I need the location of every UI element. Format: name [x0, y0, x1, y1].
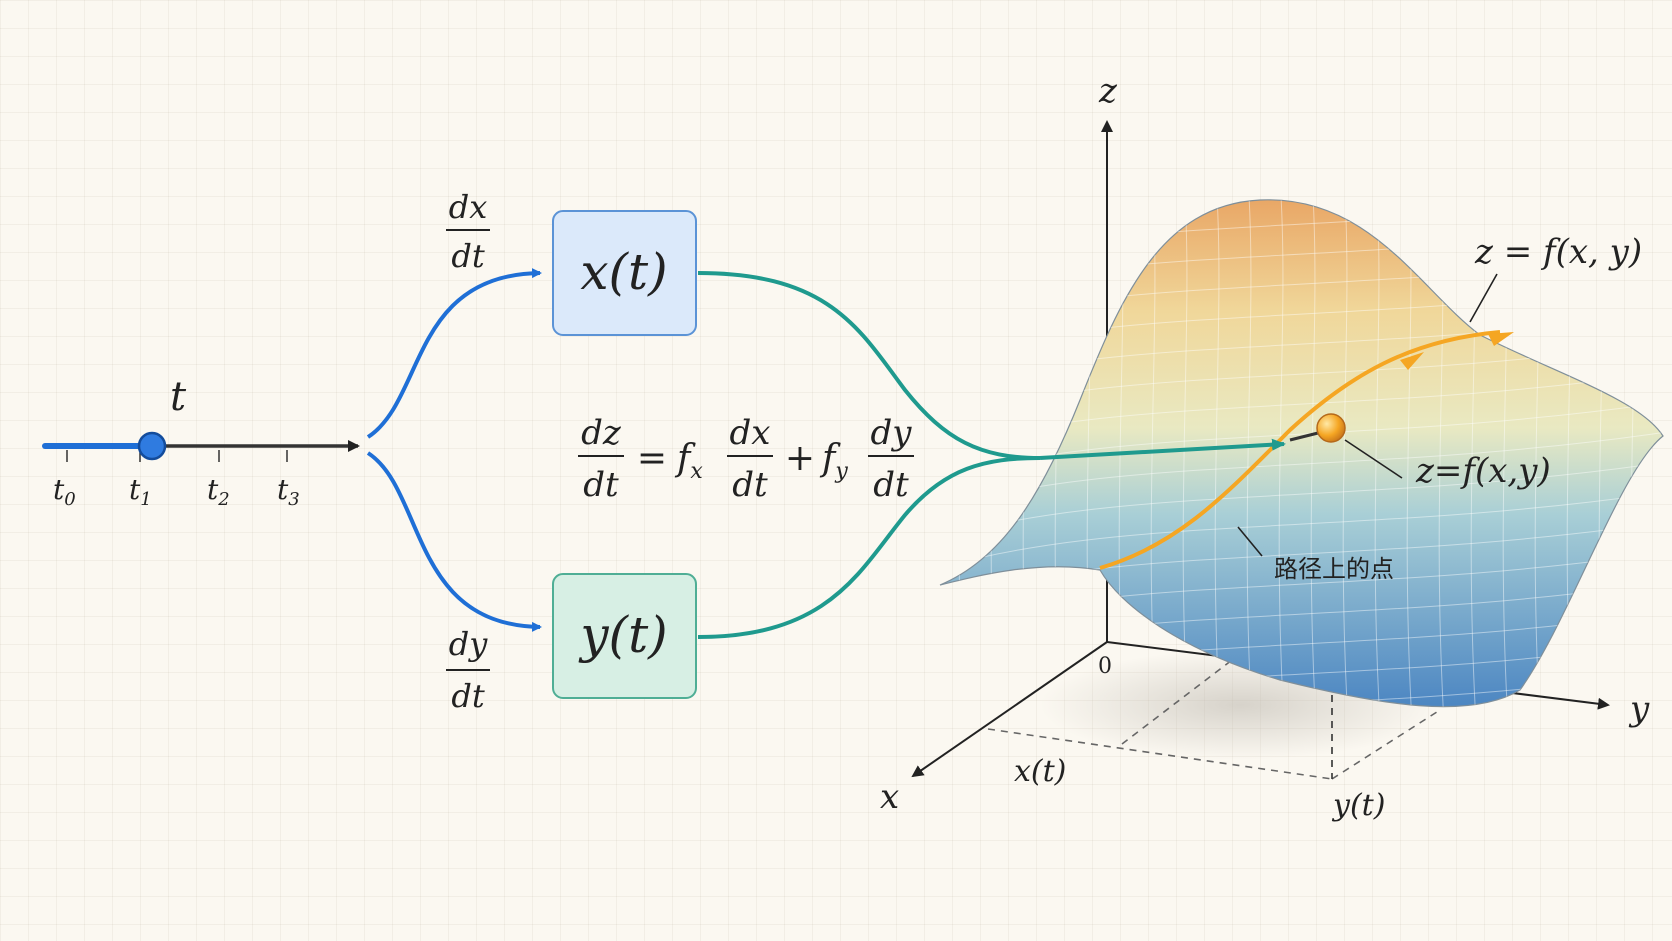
projection-y-label: y(t)	[1331, 788, 1385, 823]
branch-arrows	[366, 268, 542, 632]
surface-plot: z y x 0 z = f(x, y) z=f(x,y) 路径上的点 x(t) …	[880, 71, 1664, 823]
fraction-denominator: dt	[451, 677, 484, 715]
surface-grid-line	[1374, 199, 1382, 707]
timeline-variable-label: t	[170, 374, 187, 420]
surface-equation-label: z = f(x, y)	[1474, 232, 1642, 272]
merge-path-bottom	[697, 456, 1041, 639]
tick-label-t2: t2	[207, 473, 230, 510]
projection-back-line	[1121, 659, 1233, 745]
formula-term2-denominator: dt	[873, 465, 909, 505]
leader-top-label	[1469, 273, 1498, 323]
box-y-label: y(t)	[578, 606, 667, 664]
surface-grid-line	[1246, 199, 1254, 707]
surface-grid-line	[940, 489, 1663, 581]
x-axis-label: x	[880, 777, 899, 817]
y-axis-label: y	[1628, 689, 1650, 729]
surface-grid-line	[1278, 199, 1286, 707]
formula-equals: =	[637, 438, 667, 479]
z-axis-label: z	[1098, 71, 1118, 111]
orange-path	[1099, 330, 1501, 570]
fraction-dx-dt: dx dt	[446, 188, 490, 275]
formula-term2-numerator: dy	[871, 413, 913, 453]
branch-arrow-bottom	[366, 451, 542, 632]
merge-arrow-tail	[1289, 431, 1319, 442]
formula-lhs-denominator: dt	[583, 465, 619, 505]
projection-y-line	[1331, 709, 1441, 780]
merge-arrows	[697, 271, 1041, 639]
x-axis	[911, 641, 1108, 778]
path-point[interactable]	[1316, 413, 1346, 443]
box-x-label: x(t)	[580, 243, 667, 301]
leader-path-label	[1237, 526, 1263, 557]
chain-rule-formula: dz dt = fx dx dt + fy dy dt	[578, 413, 914, 505]
surface-grid-line	[958, 199, 966, 707]
merge-path-top	[697, 271, 1041, 460]
surface-grid-line	[1214, 199, 1222, 707]
tick-label-t1: t1	[129, 473, 152, 510]
branch-arrow-top	[366, 268, 542, 439]
timeline-ticks	[66, 450, 288, 462]
point-equation-label: z=f(x,y)	[1415, 451, 1551, 491]
fraction-denominator: dt	[451, 237, 484, 275]
box-x-of-t[interactable]: x(t)	[552, 210, 697, 336]
surface-grid-line	[1662, 199, 1663, 707]
box-y-background	[552, 573, 697, 699]
tick-label-t3: t3	[277, 473, 300, 510]
surface-grid-line	[1310, 199, 1318, 707]
projection-x-label: x(t)	[1014, 754, 1066, 789]
path-point-label: 路径上的点	[1274, 555, 1394, 583]
origin-label: 0	[1098, 654, 1112, 679]
orange-path-arrow-2	[1488, 332, 1514, 346]
leader-point-label	[1344, 439, 1403, 479]
tick-label-t0: t0	[53, 473, 76, 510]
formula-lhs-numerator: dz	[581, 413, 622, 453]
fraction-numerator: dy	[449, 625, 488, 663]
box-x-background	[552, 210, 697, 336]
timeline: t0 t1 t2 t3 t	[42, 374, 360, 510]
projection-x-line	[987, 728, 1333, 780]
box-y-of-t[interactable]: y(t)	[552, 573, 697, 699]
surface-mesh	[939, 199, 1664, 708]
merge-arrow-to-point	[1039, 438, 1286, 460]
formula-term1-numerator: dx	[730, 413, 771, 453]
orange-path-arrow-1	[1400, 352, 1424, 370]
formula-fx: fx	[674, 438, 703, 484]
timeline-handle[interactable]	[137, 431, 167, 461]
formula-plus: +	[785, 438, 815, 479]
fraction-dy-dt: dy dt	[446, 625, 490, 715]
formula-fy: fy	[819, 438, 848, 484]
fraction-numerator: dx	[449, 188, 488, 226]
formula-term1-denominator: dt	[732, 465, 768, 505]
